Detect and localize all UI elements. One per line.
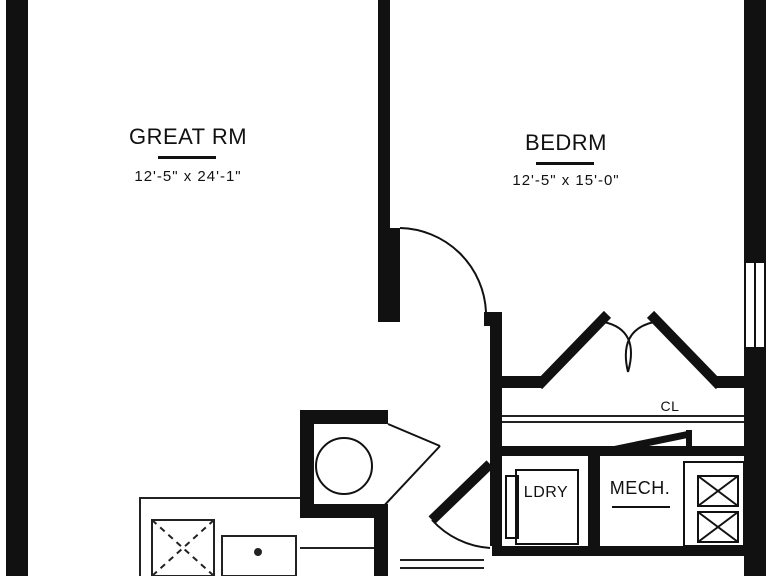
laundry-mech-divider: [588, 456, 600, 556]
bedroom-partition-wall: [378, 0, 390, 322]
closet-front-wall-right: [716, 376, 746, 388]
toilet-fixture: [315, 437, 373, 495]
closet-front-wall-left: [502, 376, 542, 388]
mech-underline: [612, 506, 670, 508]
bottom-openings: [400, 559, 484, 569]
bedroom-label: BEDRM: [525, 130, 607, 155]
door-jamb-left: [390, 228, 400, 322]
bedroom-window: [744, 261, 766, 349]
laundry-appliance: [505, 469, 579, 545]
left-exterior-wall: [6, 0, 28, 576]
right-exterior-wall-lower: [744, 348, 766, 576]
bedroom-underline: [536, 162, 594, 165]
laundry-left-wall: [492, 456, 502, 552]
bedroom-dimensions: 12'-5" x 15'-0": [512, 172, 620, 189]
bath-top-wall: [300, 410, 388, 424]
bath-bottom-wall: [300, 504, 374, 518]
right-exterior-wall-upper: [744, 0, 766, 262]
laundry-label: LDRY: [523, 484, 569, 501]
bath-door: [379, 423, 494, 549]
bath-right-wall: [374, 504, 388, 576]
laundry-door: [601, 430, 692, 456]
bedroom-door: [399, 227, 487, 313]
laundry-bottom-wall: [492, 546, 600, 556]
mech-equipment: [683, 461, 745, 547]
great-room-underline: [158, 156, 216, 159]
closet-bifold-doors: [534, 310, 724, 390]
great-room-dimensions: 12'-5" x 24'-1": [134, 168, 242, 185]
bath-left-wall: [300, 410, 314, 516]
great-room-label: GREAT RM: [128, 124, 248, 149]
closet-label: CL: [660, 398, 680, 414]
mech-label: MECH.: [609, 478, 671, 498]
mech-bottom-wall: [600, 546, 744, 556]
closet-shelf: [502, 415, 744, 423]
kitchen-counter: [139, 497, 374, 576]
